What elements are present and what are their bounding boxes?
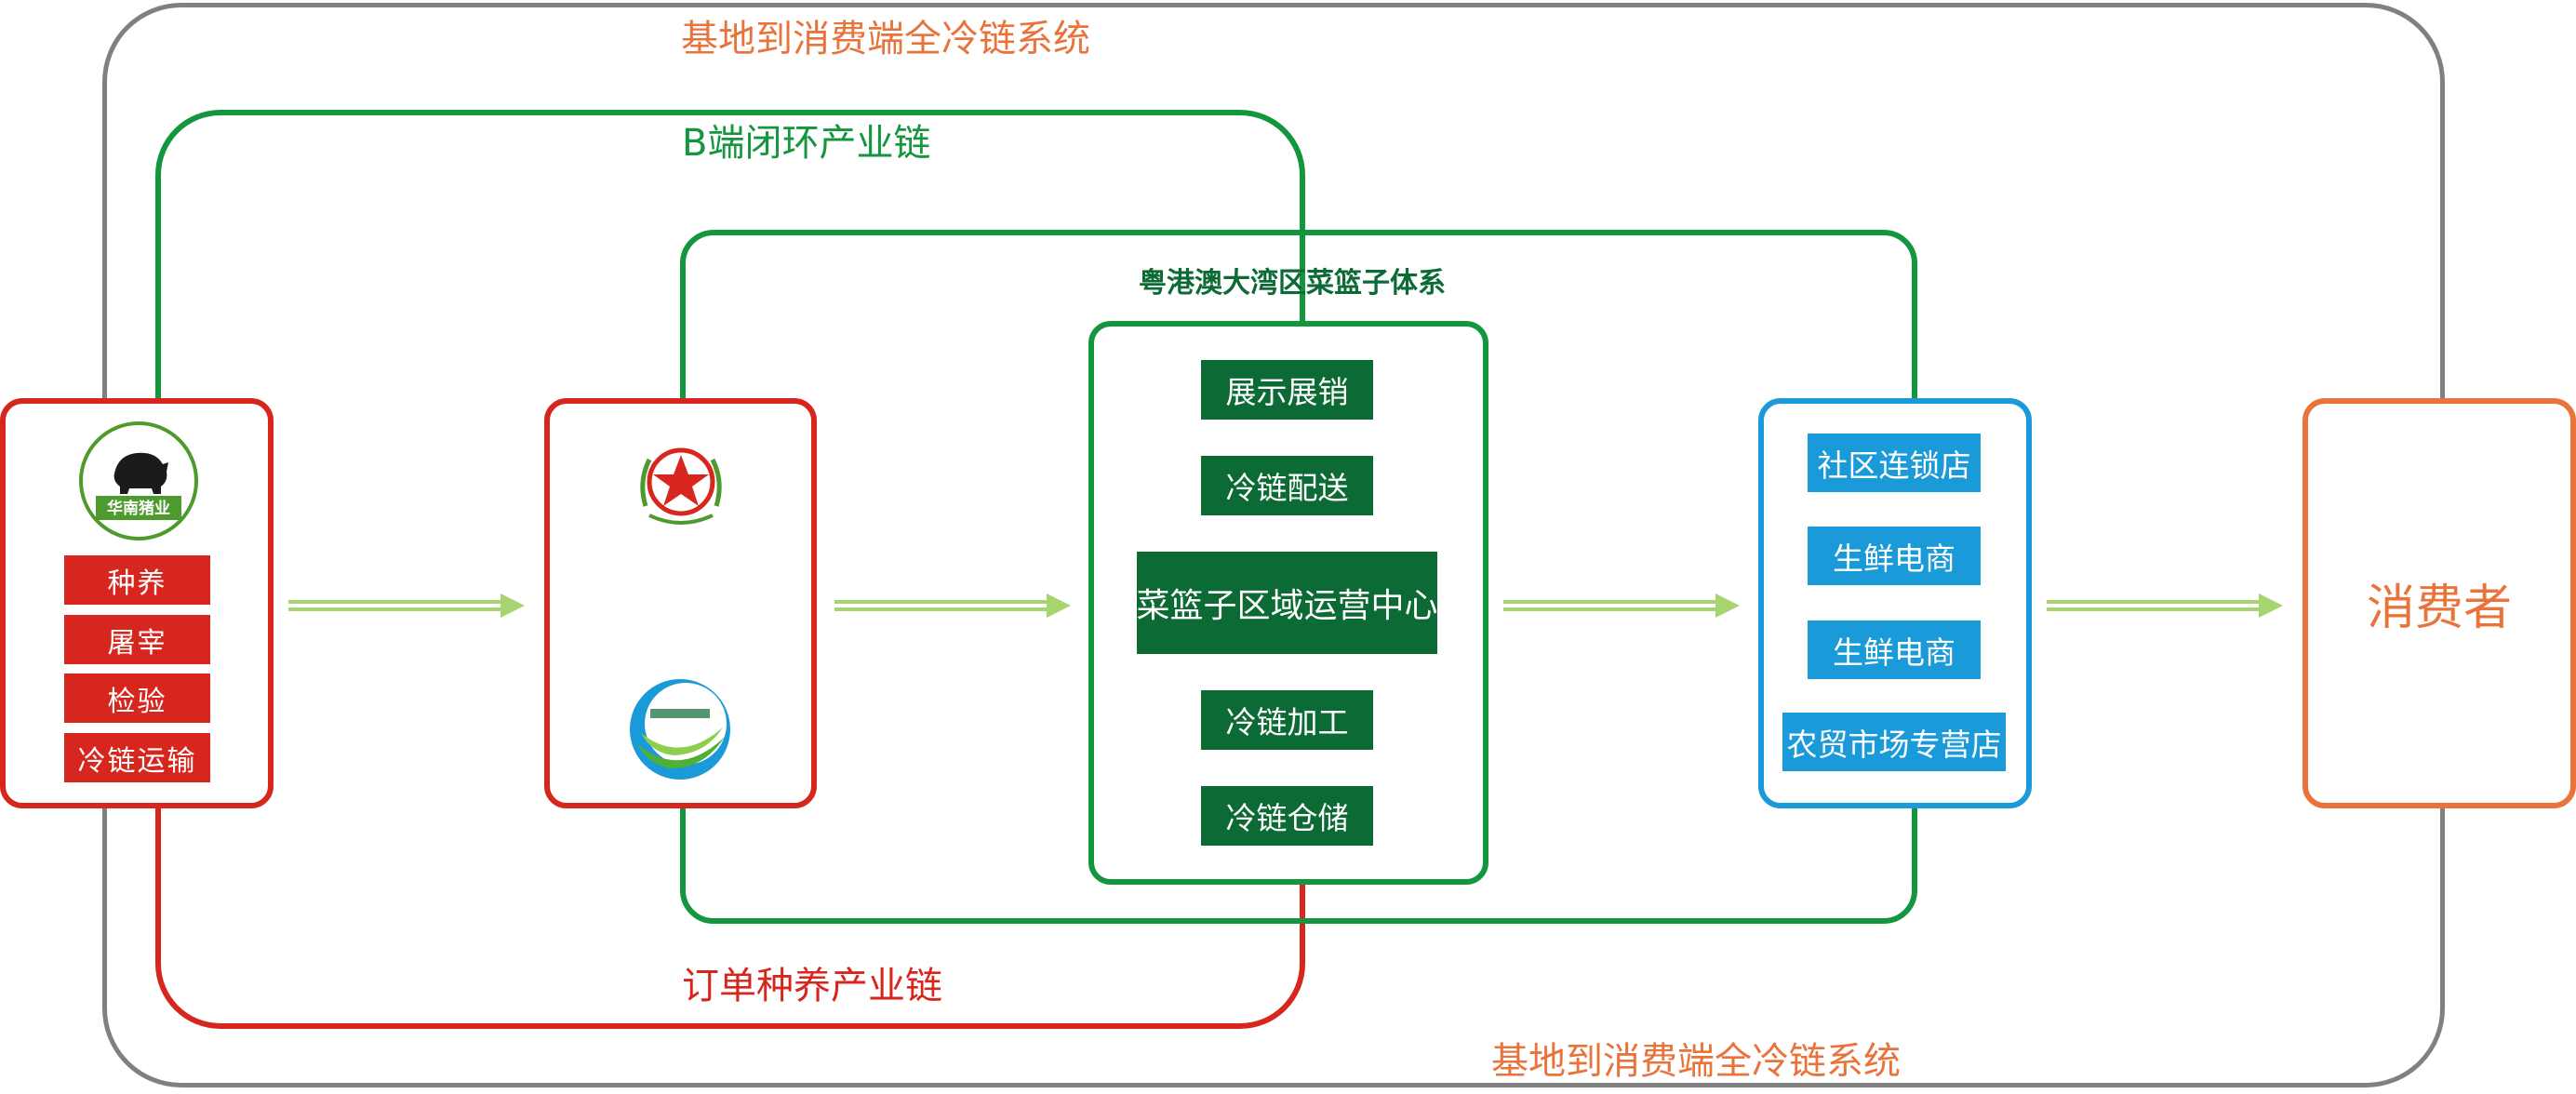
b-chain-label: B端闭环产业链 bbox=[682, 122, 931, 165]
center-item-regional-hub: 菜篮子区域运营中心 bbox=[1137, 552, 1438, 654]
consumer-label: 消费者 bbox=[2366, 580, 2512, 636]
flow-arrow-3 bbox=[1503, 594, 1740, 618]
star-icon bbox=[653, 455, 709, 506]
flow-arrow-4 bbox=[2047, 594, 2283, 618]
order-chain-label: 订单种养产业链 bbox=[682, 965, 942, 1007]
center-item-cold-processing: 冷链加工 bbox=[1201, 690, 1373, 750]
pig-icon bbox=[113, 452, 168, 494]
consumer-box: 消费者 bbox=[2302, 398, 2576, 808]
center-item-cold-delivery: 冷链配送 bbox=[1201, 456, 1373, 515]
retail-item-farmers-market: 农贸市场专营店 bbox=[1782, 713, 2006, 771]
bay-area-basket-emblem bbox=[630, 679, 730, 780]
bay-area-title: 粤港澳大湾区菜篮子体系 bbox=[1139, 267, 1446, 300]
producer-step-breeding: 种养 bbox=[64, 555, 210, 605]
full-cold-chain-label-bottom: 基地到消费端全冷链系统 bbox=[1491, 1040, 1901, 1083]
producer-step-cold-transport: 冷链运输 bbox=[64, 733, 210, 782]
producer-step-slaughter: 屠宰 bbox=[64, 615, 210, 664]
pig-farm-logo-text: 华南猪业 bbox=[107, 499, 170, 518]
retail-item-fresh-ecommerce-2: 生鲜电商 bbox=[1808, 620, 1981, 679]
retail-item-fresh-ecommerce-1: 生鲜电商 bbox=[1808, 527, 1981, 585]
pig-farm-logo: 华南猪业 bbox=[79, 421, 198, 540]
center-item-cold-storage: 冷链仓储 bbox=[1201, 786, 1373, 846]
center-item-exhibition: 展示展销 bbox=[1201, 360, 1373, 420]
full-cold-chain-label-top: 基地到消费端全冷链系统 bbox=[681, 18, 1090, 60]
flow-arrow-2 bbox=[834, 594, 1071, 618]
association-star-emblem bbox=[640, 447, 722, 525]
flow-arrow-1 bbox=[288, 594, 525, 618]
retail-item-community-chain: 社区连锁店 bbox=[1808, 434, 1981, 492]
producer-step-inspection: 检验 bbox=[64, 674, 210, 723]
